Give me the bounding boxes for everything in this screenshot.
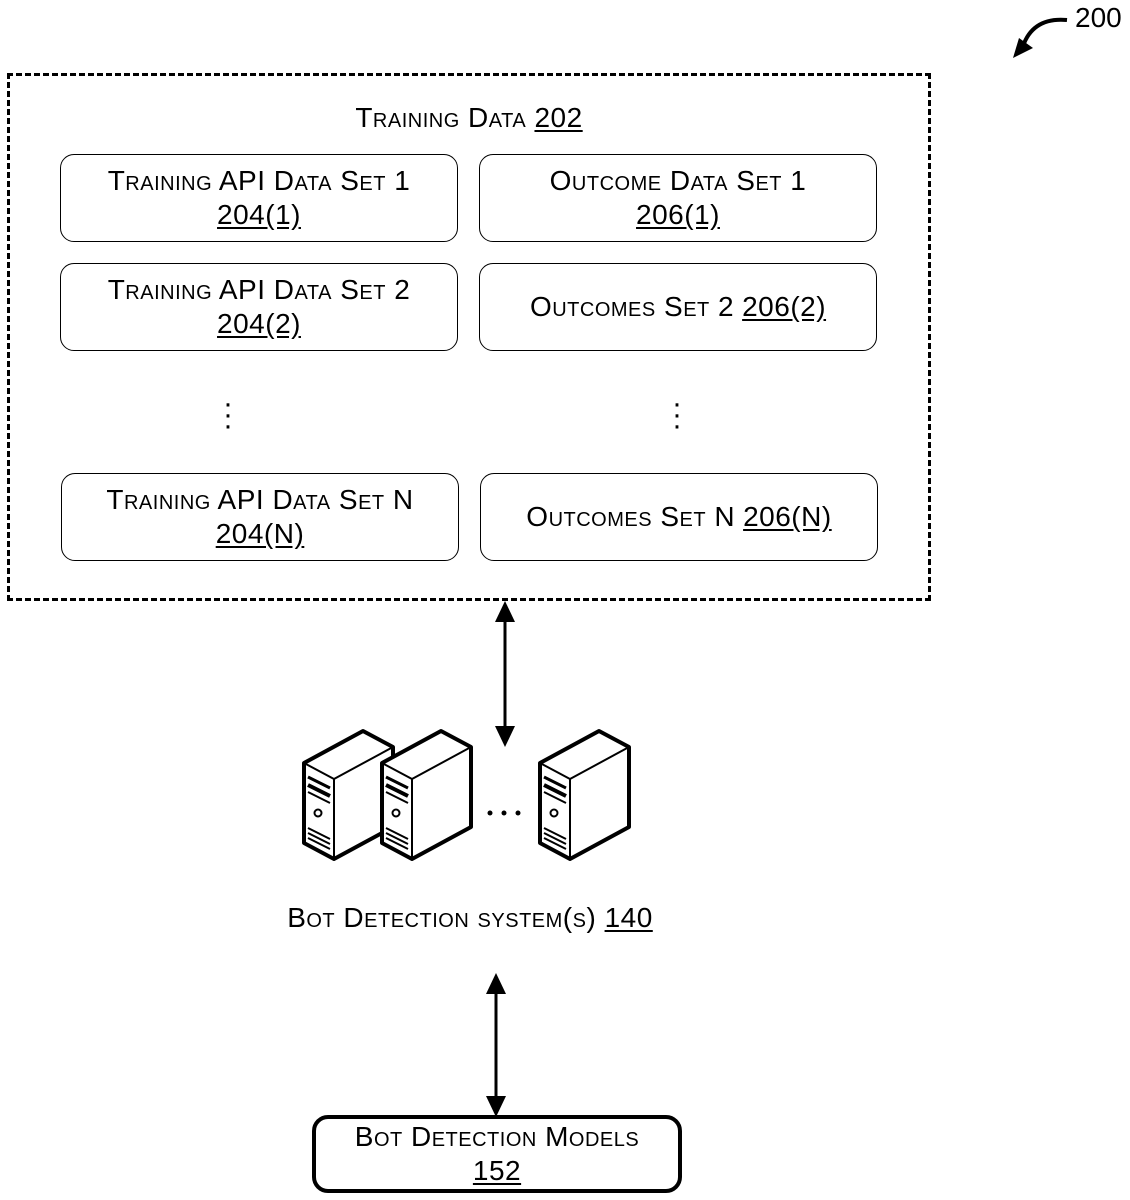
system-ref: 140	[605, 902, 653, 933]
item-label: Training API Data Set 1	[108, 164, 411, 198]
server-icon	[382, 731, 471, 859]
item-label: Training API Data Set N	[106, 483, 413, 517]
item-ref: 206(2)	[742, 290, 826, 324]
item-ref: 204(2)	[217, 307, 301, 341]
item-label: Outcomes Set N	[526, 500, 735, 534]
outcomes-set-n: Outcomes Set N 206(N)	[480, 473, 878, 561]
models-label: Bot Detection Models	[355, 1120, 639, 1154]
item-ref: 204(N)	[216, 517, 305, 551]
right-ellipsis: ···	[667, 398, 687, 431]
item-ref: 204(1)	[217, 198, 301, 232]
outcomes-set-2: Outcomes Set 2 206(2)	[479, 263, 877, 351]
figure-ref-number: 200	[1075, 2, 1122, 34]
training-data-title: Training Data 202	[0, 102, 938, 134]
server-icon	[304, 731, 393, 859]
item-ref: 206(1)	[636, 198, 720, 232]
server-ellipsis	[488, 811, 521, 816]
training-api-data-set-1: Training API Data Set 1 204(1)	[60, 154, 458, 242]
training-data-title-text: Training Data	[355, 102, 526, 133]
bot-detection-models-box: Bot Detection Models 152	[312, 1115, 682, 1193]
item-ref: 206(N)	[743, 500, 832, 534]
left-ellipsis: ···	[218, 398, 238, 431]
training-data-ref: 202	[534, 102, 582, 133]
item-label: Outcomes Set 2	[530, 290, 734, 324]
system-label-text: Bot Detection system(s)	[287, 902, 596, 933]
item-label: Training API Data Set 2	[108, 273, 411, 307]
training-api-data-set-2: Training API Data Set 2 204(2)	[60, 263, 458, 351]
server-icon	[540, 731, 629, 859]
item-label: Outcome Data Set 1	[550, 164, 807, 198]
bidirectional-arrow-system-to-models	[481, 972, 511, 1118]
bot-detection-system-label: Bot Detection system(s) 140	[200, 902, 740, 934]
outcome-data-set-1: Outcome Data Set 1 206(1)	[479, 154, 877, 242]
training-api-data-set-n: Training API Data Set N 204(N)	[61, 473, 459, 561]
curved-arrow-icon	[1005, 8, 1075, 63]
models-ref: 152	[473, 1154, 521, 1188]
bot-detection-servers	[298, 725, 638, 865]
